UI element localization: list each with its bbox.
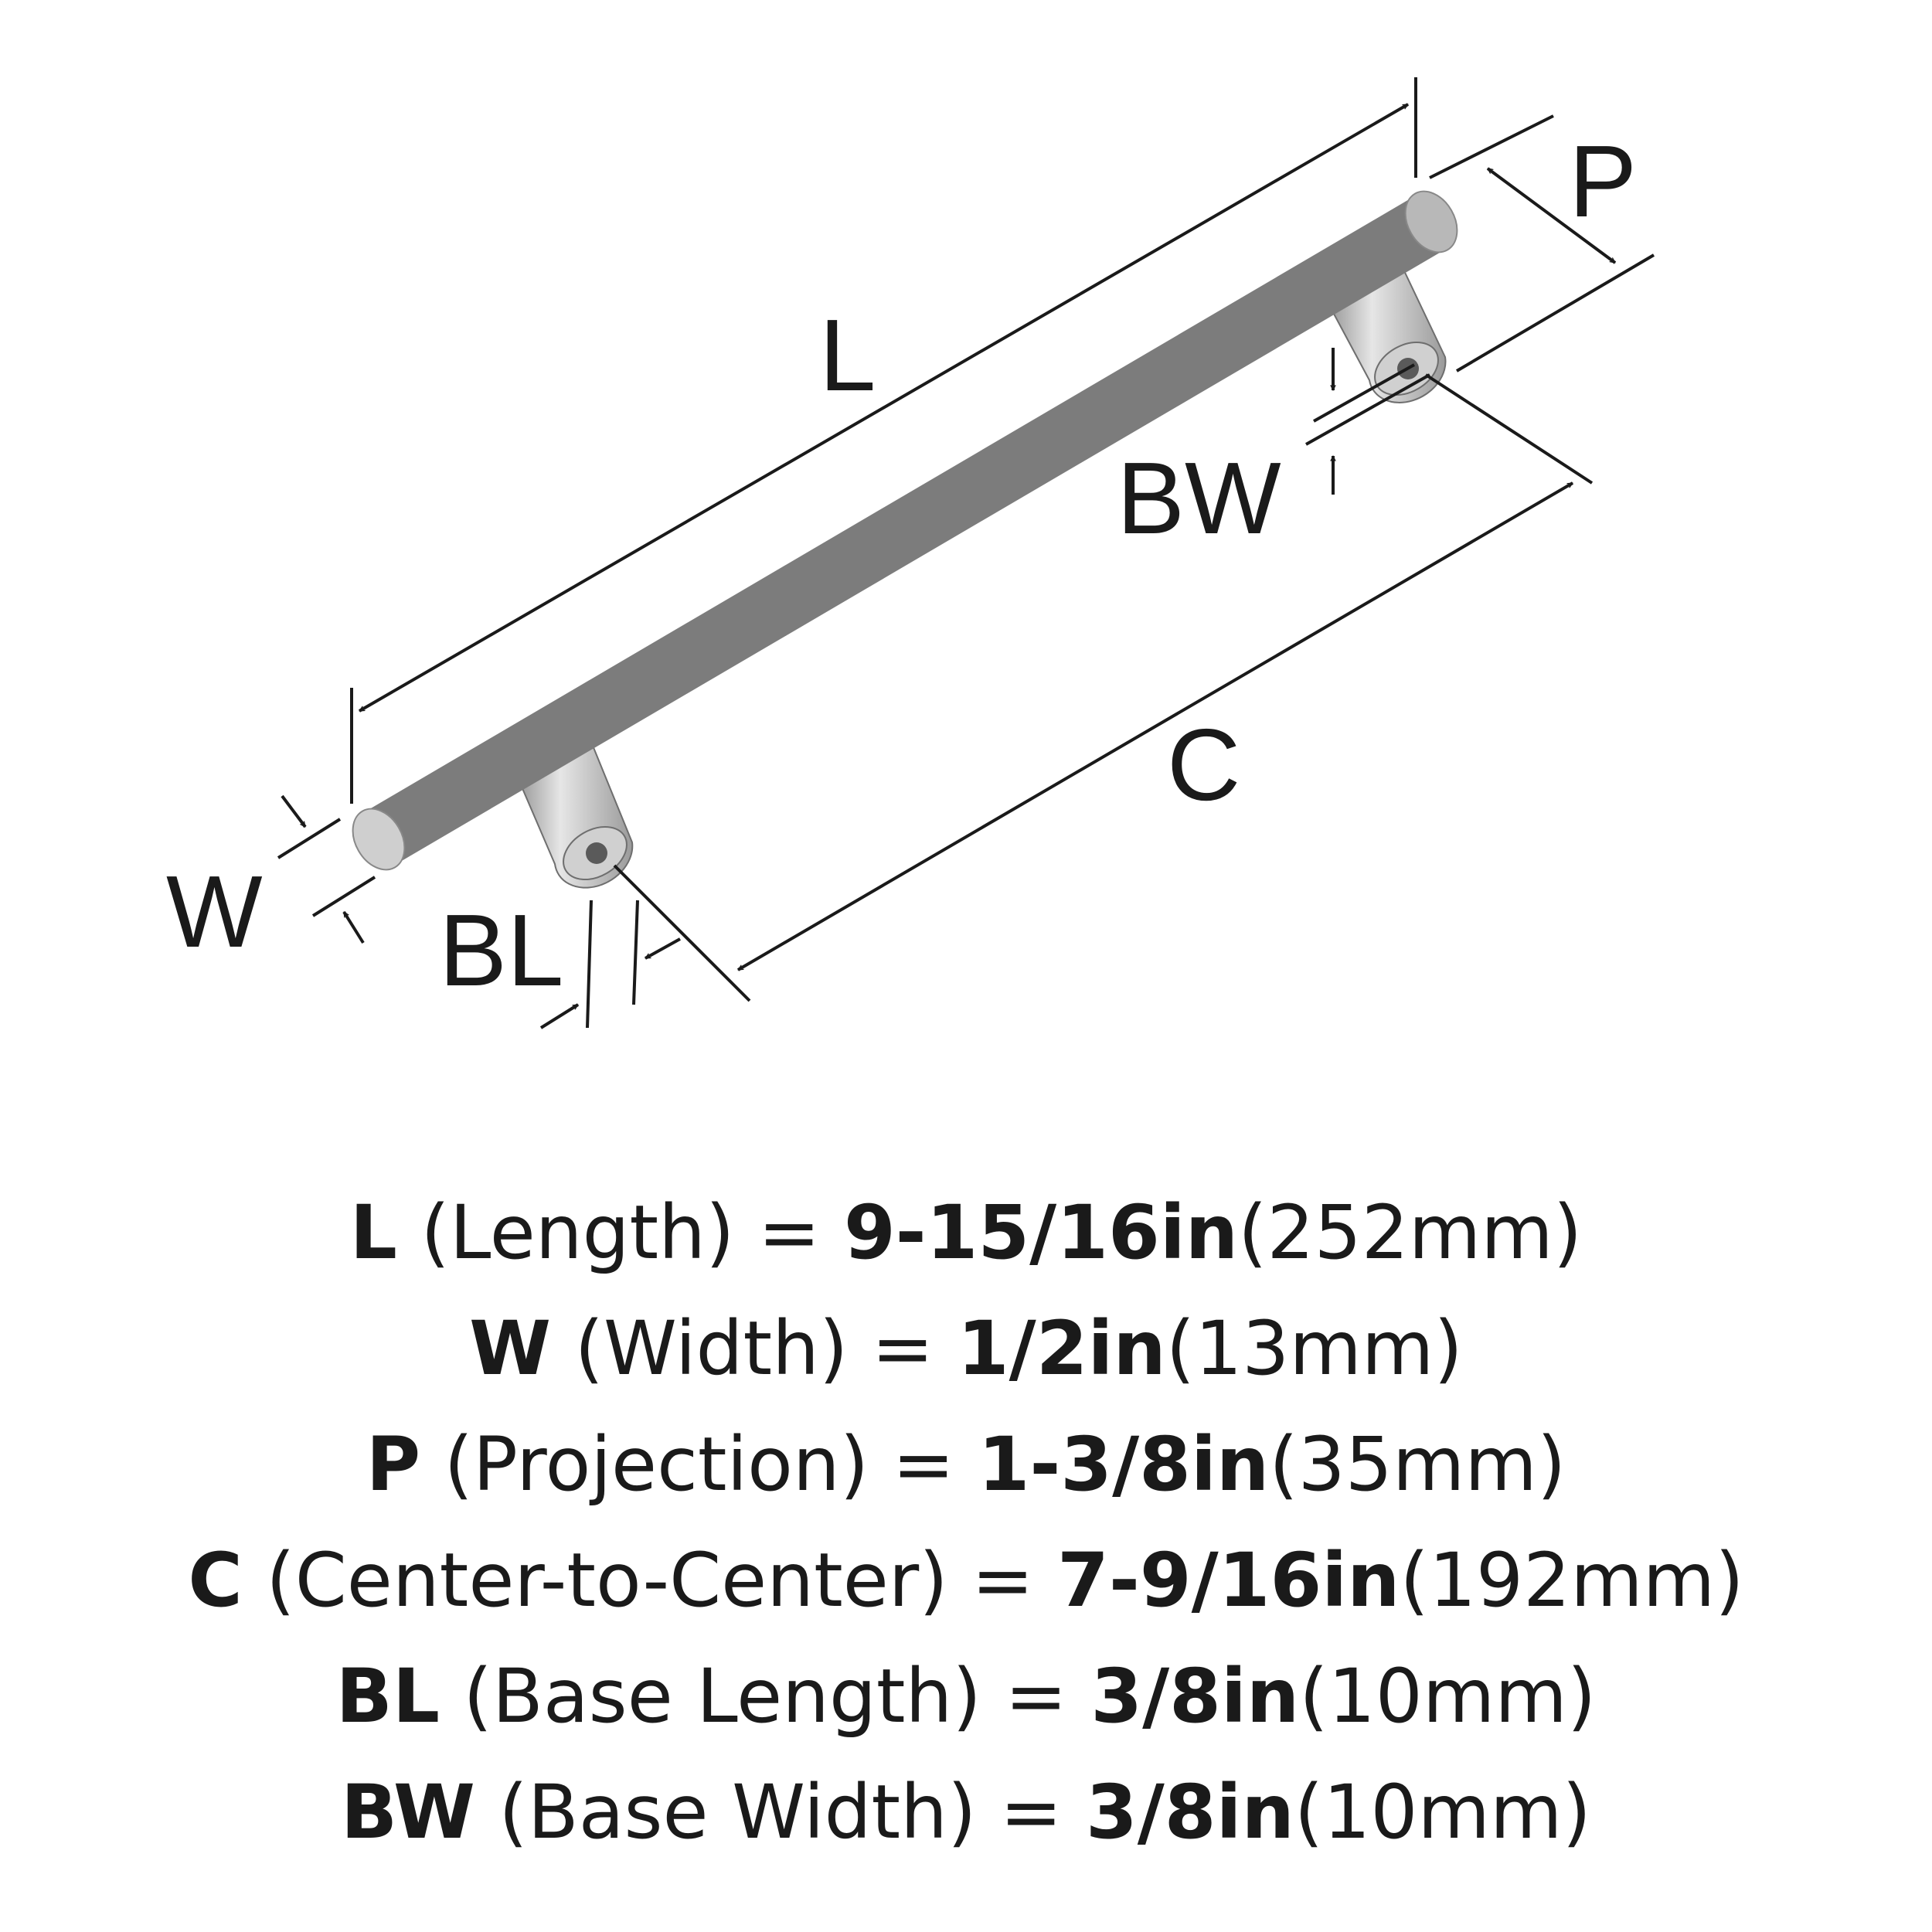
spec-value-metric: (35mm) — [1269, 1421, 1566, 1508]
dimension-W: W — [166, 794, 376, 968]
dimension-BL: BL — [439, 893, 681, 1029]
dimension-P: P — [1429, 114, 1655, 372]
spec-key: C — [188, 1537, 243, 1624]
spec-key: BL — [335, 1653, 440, 1740]
spec-value-inches: 3/8in — [1090, 1653, 1300, 1740]
dimension-label-W: W — [166, 855, 263, 968]
spec-key: L — [349, 1189, 397, 1276]
spec-row-projection: P (Projection) = 1-3/8in(35mm) — [0, 1406, 1932, 1522]
spec-description: (Center-to-Center) = — [266, 1537, 1034, 1624]
bar-pull-dimension-diagram: L P BW C W BL — [166, 77, 1655, 1029]
spec-key: W — [469, 1305, 552, 1392]
spec-row-base-width: BW (Base Width) = 3/8in(10mm) — [0, 1754, 1932, 1870]
bar-end-cap-right — [1404, 190, 1458, 253]
dimension-specifications: L (Length) = 9-15/16in(252mm) W (Width) … — [0, 1175, 1932, 1870]
left-post-screw-hole — [586, 842, 607, 864]
spec-value-metric: (13mm) — [1165, 1305, 1463, 1392]
spec-value-inches: 7-9/16in — [1057, 1537, 1400, 1624]
dimension-L: L — [350, 77, 1417, 804]
spec-key: P — [366, 1421, 421, 1508]
bar-pull-handle — [352, 190, 1458, 871]
dimension-label-L: L — [819, 298, 876, 412]
spec-description: (Length) = — [420, 1189, 821, 1276]
spec-value-metric: (192mm) — [1400, 1537, 1744, 1624]
bar-end-cap-left — [352, 808, 406, 871]
dimension-label-C: C — [1167, 708, 1240, 821]
spec-value-inches: 9-15/16in — [843, 1189, 1239, 1276]
spec-description: (Base Length) = — [463, 1653, 1067, 1740]
dimension-C: C — [613, 373, 1594, 1002]
spec-value-inches: 1/2in — [957, 1305, 1166, 1392]
spec-row-length: L (Length) = 9-15/16in(252mm) — [0, 1175, 1932, 1291]
spec-value-metric: (10mm) — [1299, 1653, 1597, 1740]
dimension-label-BL: BL — [439, 893, 563, 1007]
spec-row-base-length: BL (Base Length) = 3/8in(10mm) — [0, 1638, 1932, 1754]
spec-description: (Width) = — [574, 1305, 934, 1392]
spec-row-width: W (Width) = 1/2in(13mm) — [0, 1291, 1932, 1406]
spec-value-inches: 1-3/8in — [978, 1421, 1270, 1508]
dimension-label-P: P — [1569, 124, 1637, 238]
spec-row-center-to-center: C (Center-to-Center) = 7-9/16in(192mm) — [0, 1522, 1932, 1638]
spec-value-metric: (10mm) — [1294, 1769, 1591, 1855]
spec-value-inches: 3/8in — [1085, 1769, 1294, 1855]
spec-value-metric: (252mm) — [1238, 1189, 1583, 1276]
dimension-label-BW: BW — [1117, 441, 1281, 555]
spec-description: (Base Width) = — [498, 1769, 1063, 1855]
spec-key: BW — [341, 1769, 475, 1855]
spec-description: (Projection) = — [444, 1421, 955, 1508]
bar-pull-posts — [511, 261, 1447, 889]
